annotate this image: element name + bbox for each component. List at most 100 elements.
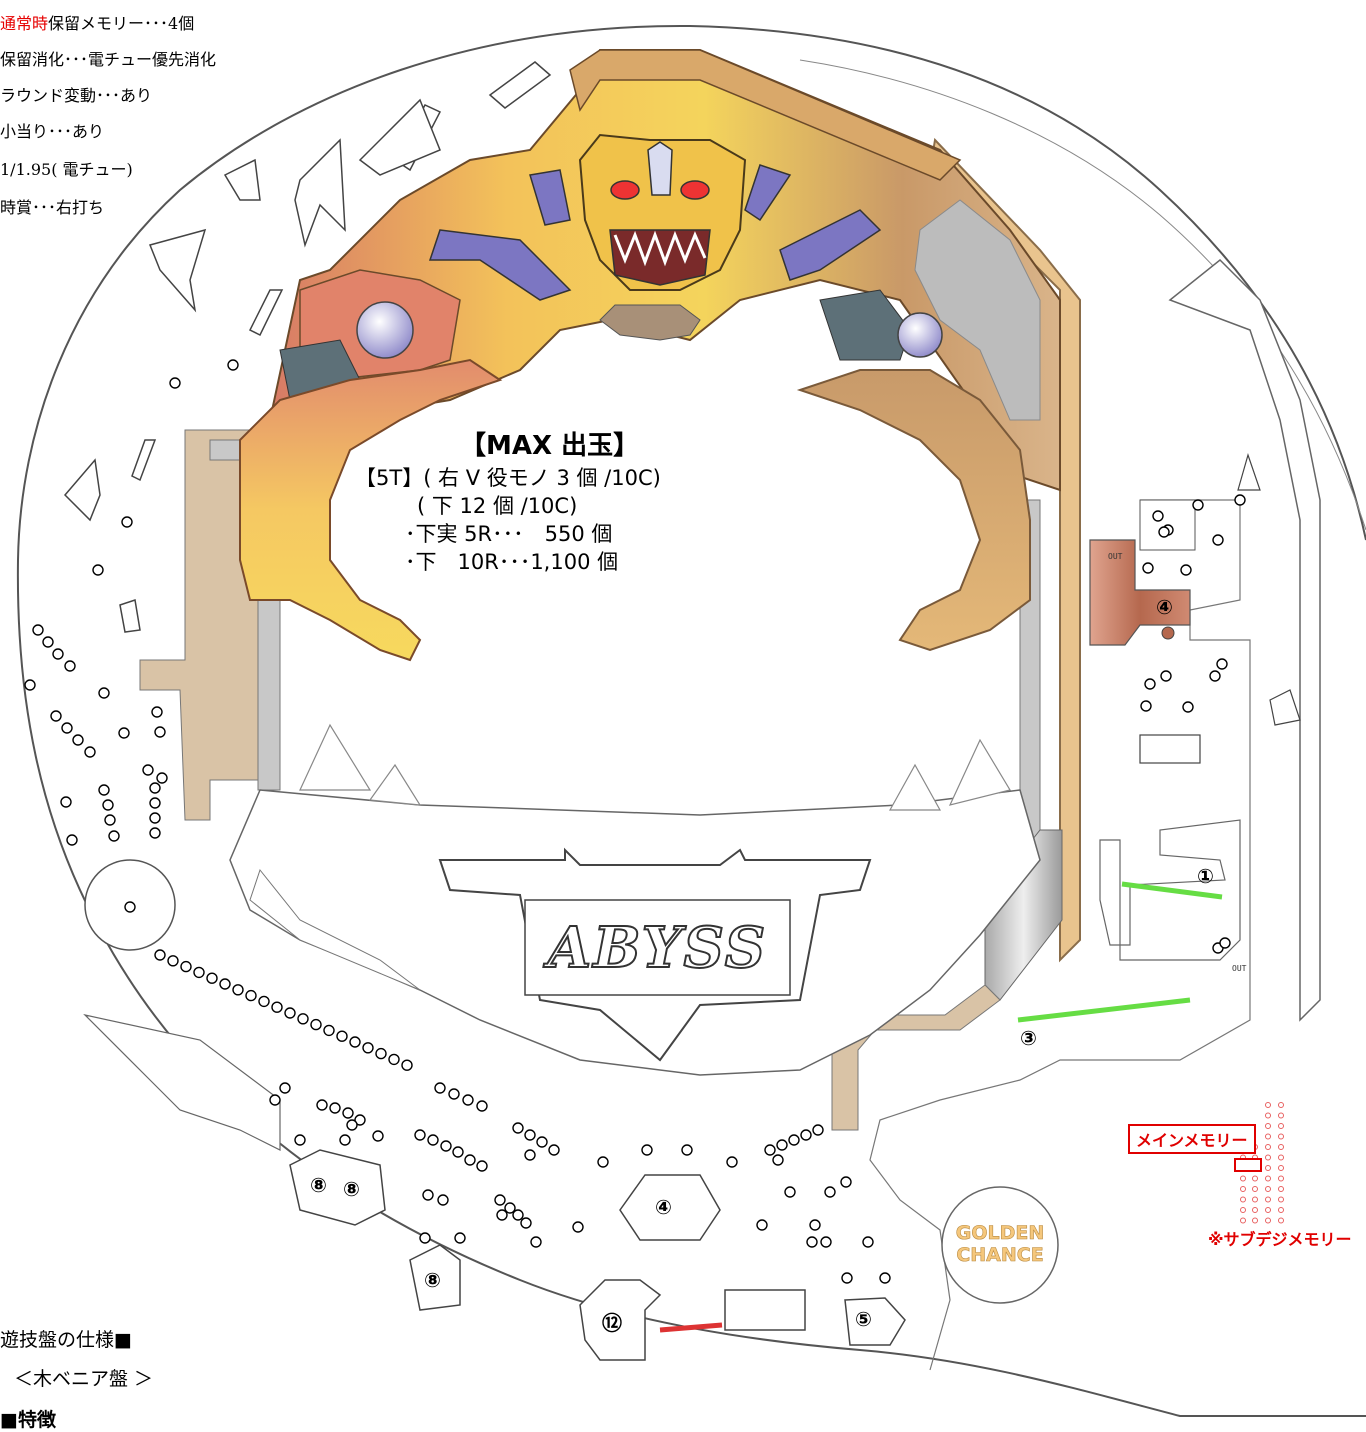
memory-lamp-dot [1265,1175,1271,1182]
memory-lamp-dot [1265,1112,1271,1119]
main-memory-lamp [1234,1158,1262,1172]
nail [342,1107,354,1119]
purple-horns [428,164,882,301]
nail [388,1053,400,1066]
main-memory-label: メインメモリー [1128,1124,1256,1154]
memory-lamp-dot [1265,1102,1271,1108]
demon-eye-right [680,180,710,200]
nail [362,1042,374,1054]
memory-lamp-dot [1278,1144,1284,1150]
nail [1158,526,1170,538]
board-inner-outline [799,59,1366,531]
out-label-top: OUT [1108,552,1123,561]
max-payout-box: 【MAX 出玉】 【5T】( 右 V 役モノ 3 個 /10C) ( 下 12 … [355,425,661,576]
nail [102,799,114,811]
out-label-right: OUT [1232,964,1247,973]
nail [297,1013,309,1025]
memory-lamp-dot [1252,1186,1258,1192]
right-pocket-4-knob [1161,626,1175,640]
nail [776,1139,788,1151]
nail [524,1149,536,1161]
logo-box [524,899,791,996]
nail [310,1018,322,1031]
memory-lamp-dot [1252,1196,1258,1203]
nail [227,359,239,371]
nail [1182,701,1194,713]
nail [437,1194,449,1206]
memory-lamp-dot [1265,1186,1271,1192]
demon-crest [647,141,673,196]
nail [520,1217,532,1229]
red-guide-12 [659,1322,723,1333]
nail [764,1144,776,1156]
nail [784,1186,796,1198]
nail [597,1156,609,1168]
memory-lamp-dot [1278,1186,1284,1192]
memory-lamp-dot [1278,1102,1284,1108]
left-upper-plate [249,868,421,991]
center-stone [599,304,701,341]
demon-teeth [613,230,707,267]
nail [149,782,161,794]
spec-line-right-shot: 時賞･･･右打ち [0,198,105,217]
nail [98,784,110,796]
right-pocket-4-body [1089,539,1191,646]
nail [809,1219,821,1231]
right-area-outline [869,499,1251,1371]
nail [1209,670,1221,682]
pocket-8b-label: ⑧ [343,1177,360,1201]
max-payout-line-3: ･下実 5R･･･ 550 個 [405,522,613,546]
nail [149,812,161,824]
nail [232,984,244,996]
memory-lamp-dot [1265,1165,1271,1171]
right-small-wedge [1269,689,1301,726]
nail [84,746,96,758]
nail [142,764,154,776]
right-outer-rail [1168,258,1321,1022]
memory-lamp-dot [1265,1133,1271,1140]
pocket-8-single [409,1244,461,1311]
pocket-8c-label: ⑧ [424,1268,441,1292]
floor-triangles [299,723,1011,811]
chance-text: CHANCE [956,1244,1044,1267]
nail [726,1156,738,1168]
pocket-4-center-label: ④ [655,1195,672,1219]
nail [772,1154,784,1166]
nail [219,978,231,990]
memory-lamp-dot [1278,1133,1284,1140]
nail [206,972,218,984]
nail [401,1059,413,1071]
spec-line-probability: 1/1.95( 電チュー) [0,160,133,179]
nail [496,1209,508,1221]
nail [1219,937,1231,949]
nail [476,1160,488,1172]
nail [151,706,163,718]
nail [258,995,270,1008]
spec-line-small-hit: 小当り･･･あり [0,122,105,141]
pocket-12 [579,1279,662,1361]
nail [108,830,120,842]
max-payout-title: 【MAX 出玉】 [460,431,640,461]
nail [61,722,73,734]
max-payout-line-1: 【5T】( 右 V 役モノ 3 個 /10C) [355,466,661,490]
nail [476,1100,488,1112]
memory-lamp-dot [1240,1186,1246,1192]
nail [372,1130,384,1142]
nail [512,1209,524,1221]
board-features-heading: ■特徴 [0,1409,56,1431]
nail [641,1144,653,1156]
arch-right-rock [914,199,1041,421]
sub-memory-label: ※サブデジメモリー [1208,1230,1352,1249]
green-guide-1 [1121,881,1223,900]
nail [1192,499,1204,511]
nail [512,1122,524,1134]
nail [60,796,72,808]
nail [180,960,192,973]
nail [820,1236,832,1248]
nail [336,1030,348,1042]
nail [462,1094,474,1106]
left-flame-arm [239,358,503,662]
memory-lamp-dot [1252,1217,1258,1224]
nail [284,1007,296,1019]
nail [1216,658,1228,670]
